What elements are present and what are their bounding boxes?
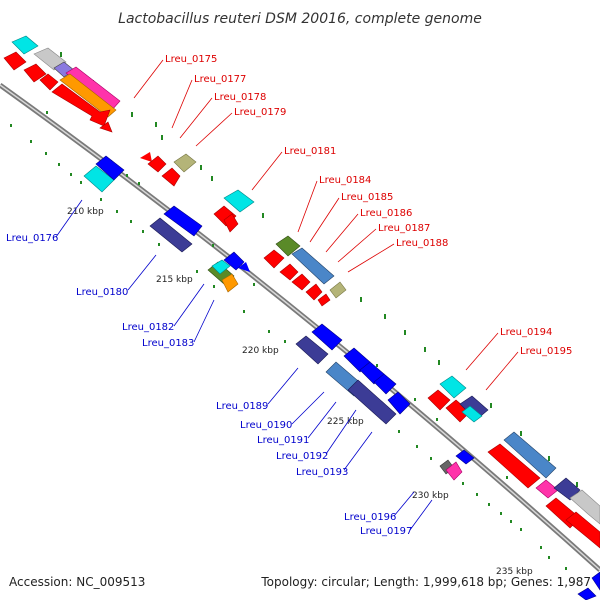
gene-label-lreu-0192[interactable]: Lreu_0192 (276, 451, 328, 462)
cds-lreu-0199-group[interactable] (577, 571, 600, 600)
gene-label-lreu-0191[interactable]: Lreu_0191 (257, 435, 309, 446)
genome-backbone (0, 82, 600, 572)
gene-label-lreu-0194[interactable]: Lreu_0194 (500, 327, 552, 338)
map-title: Lactobacillus reuteri DSM 20016, complet… (118, 11, 482, 27)
gene-label-lreu-0179[interactable]: Lreu_0179 (234, 107, 286, 118)
forward-leader-lines (133, 59, 519, 391)
cds-lreu-0194-0195-group[interactable] (427, 375, 489, 423)
cds-lreu-0196-0197-group[interactable] (439, 449, 475, 481)
forward-cds-track (3, 35, 600, 549)
cds-lreu-0198-group[interactable] (487, 431, 600, 549)
gene-label-lreu-0176[interactable]: Lreu_0176 (6, 233, 58, 244)
tick-label-210kbp: 210 kbp (67, 207, 104, 217)
gene-label-lreu-0180[interactable]: Lreu_0180 (76, 287, 128, 298)
tick-label-225kbp: 225 kbp (327, 417, 364, 427)
tick-label-220kbp: 220 kbp (242, 346, 279, 356)
cds-lreu-0176-group[interactable] (83, 155, 125, 193)
tick-label-235kbp: 235 kbp (496, 567, 533, 577)
reverse-gene-labels: Lreu_0176 Lreu_0180 Lreu_0182 Lreu_0183 … (6, 233, 412, 537)
gene-label-lreu-0186[interactable]: Lreu_0186 (360, 208, 412, 219)
gene-label-lreu-0183[interactable]: Lreu_0183 (142, 338, 194, 349)
cds-lreu-0175-group[interactable] (11, 35, 121, 118)
cds-lreu-0181-group[interactable] (140, 152, 255, 233)
cds-lreu-0177-0179-group[interactable] (3, 51, 113, 133)
reverse-leader-lines (55, 199, 433, 531)
cds-lreu-0180-group[interactable] (149, 205, 203, 253)
tick-label-215kbp: 215 kbp (156, 275, 193, 285)
gene-label-lreu-0185[interactable]: Lreu_0185 (341, 192, 393, 203)
accession-text: Accession: NC_009513 (9, 575, 145, 589)
tick-label-230kbp: 230 kbp (412, 491, 449, 501)
gene-label-lreu-0187[interactable]: Lreu_0187 (378, 223, 430, 234)
gene-label-lreu-0190[interactable]: Lreu_0190 (240, 420, 292, 431)
gene-label-lreu-0189[interactable]: Lreu_0189 (216, 401, 268, 412)
genome-summary-text: Topology: circular; Length: 1,999,618 bp… (260, 575, 591, 589)
cds-lreu-0184-0188-group[interactable] (263, 235, 347, 307)
gene-label-lreu-0182[interactable]: Lreu_0182 (122, 322, 174, 333)
gene-label-lreu-0197[interactable]: Lreu_0197 (360, 526, 412, 537)
gene-label-lreu-0196[interactable]: Lreu_0196 (344, 512, 396, 523)
gene-label-lreu-0178[interactable]: Lreu_0178 (214, 92, 266, 103)
gene-label-lreu-0193[interactable]: Lreu_0193 (296, 467, 348, 478)
gene-label-lreu-0184[interactable]: Lreu_0184 (319, 175, 371, 186)
cds-lreu-0189-0193-group[interactable] (295, 323, 411, 425)
cds-lreu-0182-0183-group[interactable] (207, 251, 250, 293)
gene-label-lreu-0177[interactable]: Lreu_0177 (194, 74, 246, 85)
gene-label-lreu-0195[interactable]: Lreu_0195 (520, 346, 572, 357)
reverse-cds-track (83, 155, 600, 600)
gene-label-lreu-0188[interactable]: Lreu_0188 (396, 238, 448, 249)
gene-label-lreu-0175[interactable]: Lreu_0175 (165, 54, 217, 65)
tick-track-inner (10, 124, 567, 570)
forward-gene-labels: Lreu_0175 Lreu_0177 Lreu_0178 Lreu_0179 … (165, 54, 572, 357)
gene-label-lreu-0181[interactable]: Lreu_0181 (284, 146, 336, 157)
